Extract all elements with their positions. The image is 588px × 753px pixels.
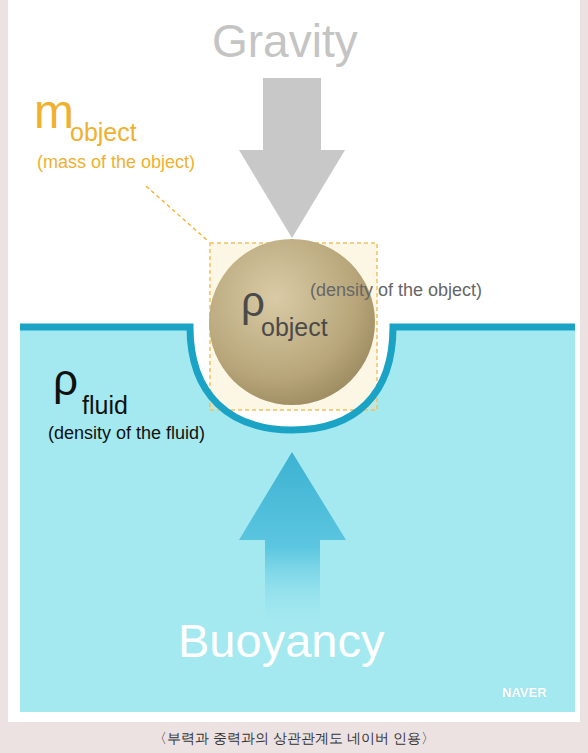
object-circle: ρobject [209,239,375,405]
symbol-label: m [34,88,74,136]
object-sphere [209,239,375,405]
force-label: Gravity [212,18,358,64]
note-label: (mass of the object) [37,153,195,171]
note-label: (density of the object) [310,281,482,299]
subscript-label: object [70,120,137,145]
buoyancy-arrow [239,452,346,625]
caption: 〈부력과 중력과의 상관관계도 네이버 인용〉 [153,731,435,745]
symbol-label: ρ [53,358,78,402]
white-panel [8,0,580,722]
watermark: NAVER [502,686,547,699]
leader-line [146,186,208,241]
gravity-arrow [239,78,345,238]
note-label: (density of the fluid) [48,424,205,442]
subscript-label: fluid [82,393,128,418]
subscript-label: object [261,315,328,340]
force-label: Buoyancy [178,617,384,664]
